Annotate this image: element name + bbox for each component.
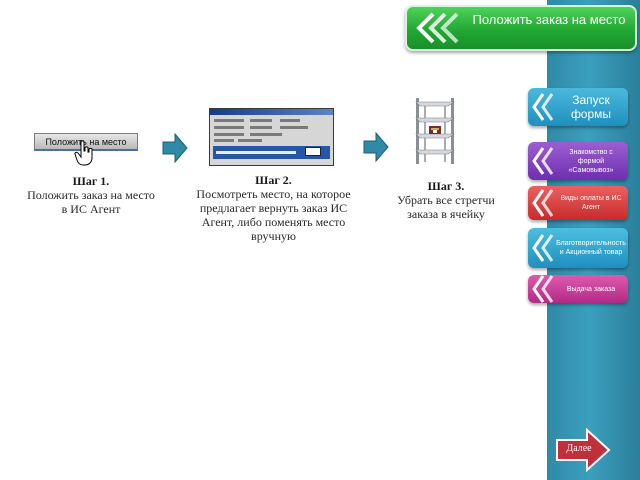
next-button-label: Далее (566, 443, 592, 454)
step-3-text: Шаг 3. Убрать все стретчи заказа в ячейк… (386, 179, 506, 221)
menu-item-label: Знакомство с формой «Самовывоз» (568, 148, 614, 174)
menu-item-label: Благотворительность и Акционный товар (556, 240, 626, 256)
hand-cursor-icon (74, 140, 93, 166)
step-3-description: Убрать все стретчи заказа в ячейку (397, 193, 495, 221)
menu-item-label: Запуск формы (570, 93, 612, 121)
header-banner: Положить заказ на место (405, 5, 637, 51)
step-1-text: Шаг 1. Положить заказ на место в ИС Аген… (24, 174, 158, 216)
window-row (214, 133, 244, 136)
step-1-description: Положить заказ на место в ИС Агент (27, 188, 155, 216)
window-row (214, 139, 234, 142)
next-button[interactable]: Далее (555, 428, 611, 472)
menu-item-order-issue[interactable]: Выдача заказа (528, 275, 628, 303)
window-row (238, 139, 262, 142)
chevron-left-icon (532, 189, 554, 217)
step-2-text: Шаг 2. Посмотреть место, на которое пред… (196, 173, 351, 243)
chevron-left-icon (532, 275, 554, 303)
chevron-left-icon (416, 12, 459, 44)
window-row (250, 133, 282, 136)
window-row (280, 126, 308, 129)
agent-window-screenshot (209, 108, 334, 166)
window-row (250, 119, 272, 122)
arrow-right-icon (162, 133, 188, 163)
menu-item-label: Виды оплаты в ИС Агент (560, 195, 622, 211)
step-1-title: Шаг 1. (72, 174, 110, 188)
window-place-field (305, 147, 321, 156)
shelf-icon (415, 98, 455, 164)
window-place-label (216, 151, 296, 154)
step-3-title: Шаг 3. (427, 179, 465, 193)
arrow-right-icon (363, 132, 389, 162)
step-2-title: Шаг 2. (255, 173, 292, 187)
chevron-left-icon (532, 93, 554, 121)
menu-item-label: Выдача заказа (566, 285, 616, 293)
chevron-left-icon (532, 234, 554, 262)
window-row (250, 126, 272, 129)
arrow-right-icon (556, 428, 611, 472)
window-row (214, 119, 244, 122)
window-row (214, 126, 244, 129)
page-title: Положить заказ на место (472, 12, 626, 27)
window-row (280, 119, 300, 122)
menu-item-launch-form[interactable]: Запуск формы (528, 88, 628, 126)
window-title-bar (210, 109, 333, 115)
step-2-description: Посмотреть место, на которое предлагает … (196, 187, 351, 243)
menu-item-charity[interactable]: Благотворительность и Акционный товар (528, 228, 628, 268)
menu-item-form-intro[interactable]: Знакомство с формой «Самовывоз» (528, 142, 628, 180)
menu-item-payment-types[interactable]: Виды оплаты в ИС Агент (528, 186, 628, 220)
chevron-left-icon (532, 147, 554, 175)
